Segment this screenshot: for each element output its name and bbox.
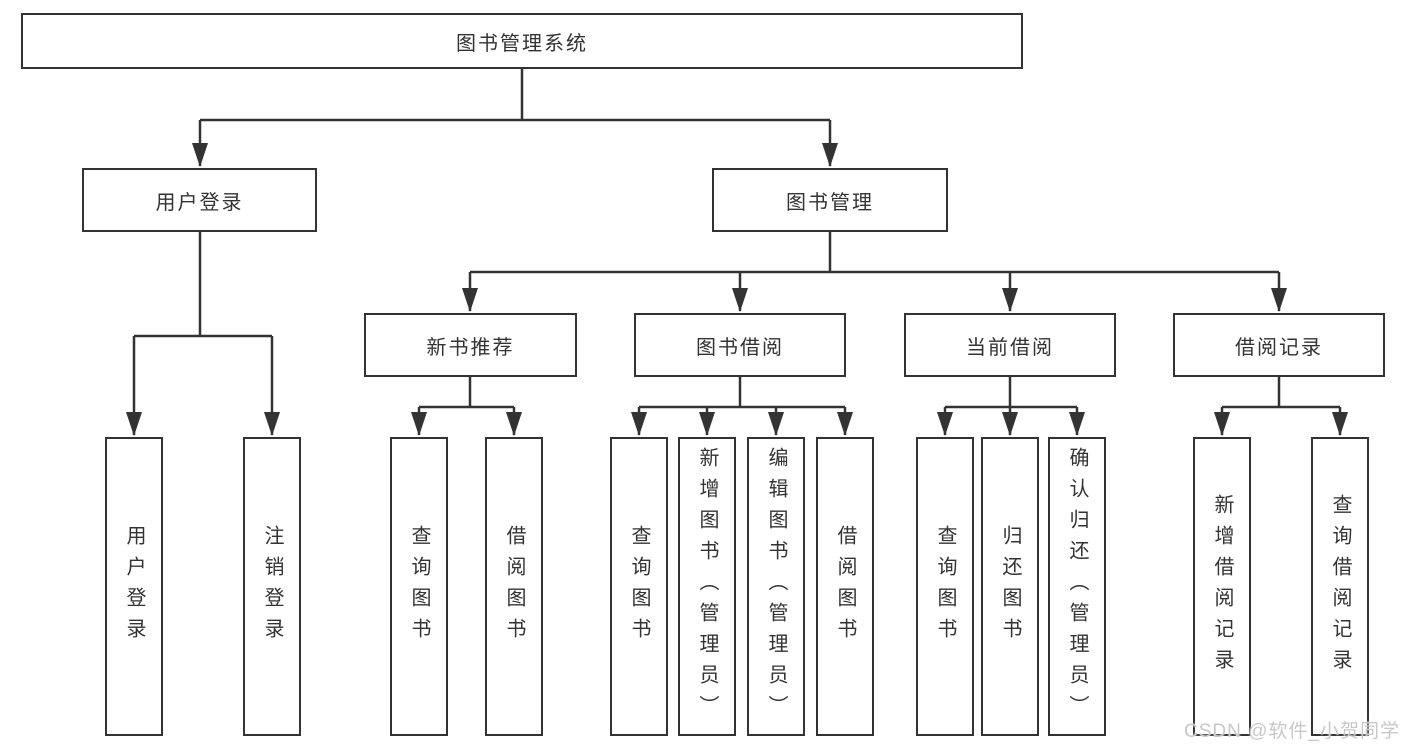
node-br-query-record: 查询借阅记录	[1311, 437, 1369, 736]
node-bb-add-books: 新增图书（管理员）	[678, 437, 736, 736]
node-rec-borrow-books: 借阅图书	[485, 437, 543, 736]
connector-rails	[134, 69, 1340, 409]
node-logout: 注销登录	[243, 437, 301, 736]
node-cb-return-books: 归还图书	[981, 437, 1039, 736]
node-cb-query-books: 查询图书	[916, 437, 974, 736]
node-user-login: 用户登录	[82, 168, 317, 232]
watermark: CSDN @软件_小贺同学	[1184, 721, 1400, 742]
node-bb-edit-books: 编辑图书（管理员）	[747, 437, 805, 736]
node-borrow-records: 借阅记录	[1173, 313, 1385, 377]
node-root: 图书管理系统	[21, 13, 1023, 69]
node-new-book-recommend: 新书推荐	[364, 313, 577, 377]
node-br-add-record: 新增借阅记录	[1193, 437, 1251, 736]
node-book-management: 图书管理	[712, 168, 948, 232]
connector-arrows	[126, 120, 1348, 436]
node-book-borrow: 图书借阅	[634, 313, 846, 377]
node-user-login-action: 用户登录	[105, 437, 163, 736]
node-bb-query-books: 查询图书	[610, 437, 668, 736]
node-rec-query-books: 查询图书	[390, 437, 448, 736]
node-cb-confirm-return: 确认归还（管理员）	[1048, 437, 1106, 736]
node-current-borrow: 当前借阅	[904, 313, 1116, 377]
node-bb-borrow-books: 借阅图书	[816, 437, 874, 736]
